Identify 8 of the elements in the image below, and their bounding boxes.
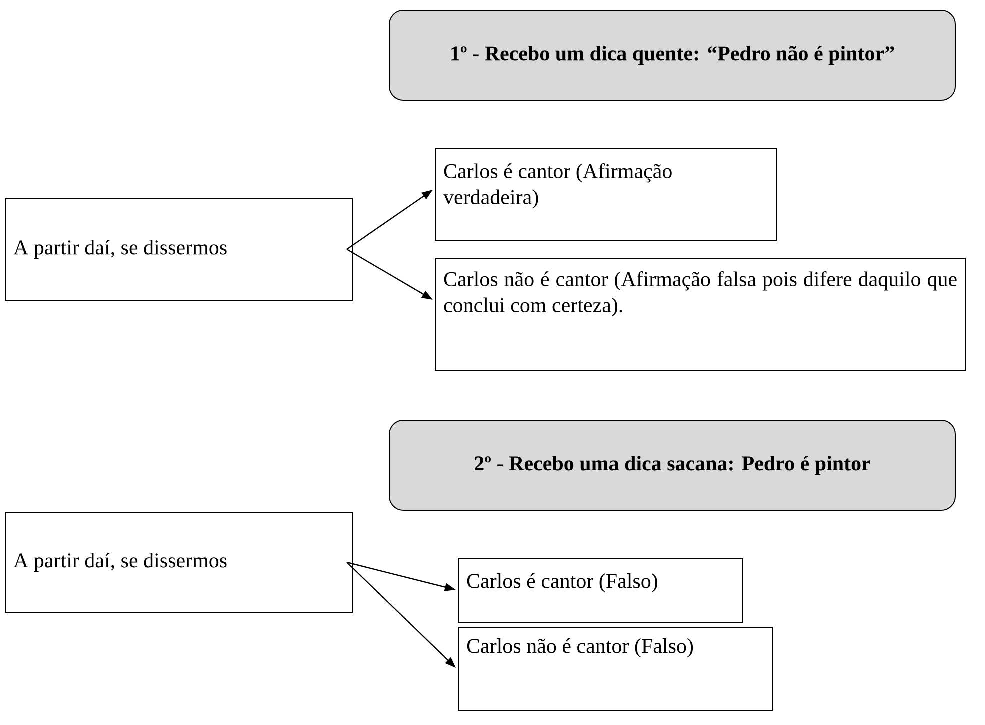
heading-box: 1º - Recebo um dica quente: “Pedro não é pintor” (389, 10, 956, 101)
option-box: Carlos é cantor (Falso) (458, 558, 743, 623)
option-box: Carlos é cantor (Afirmação verdadeira) (435, 148, 777, 241)
option-box: Carlos não é cantor (Falso) (458, 627, 773, 711)
statement-box: A partir daí, se dissermos (5, 198, 353, 301)
statement-box: A partir daí, se dissermos (5, 512, 353, 613)
heading-box: 2º - Recebo uma dica sacana: Pedro é pintor (389, 420, 956, 511)
option-box: Carlos não é cantor (Afirmação falsa pois difere daquilo que conclui com certeza). (435, 258, 966, 371)
